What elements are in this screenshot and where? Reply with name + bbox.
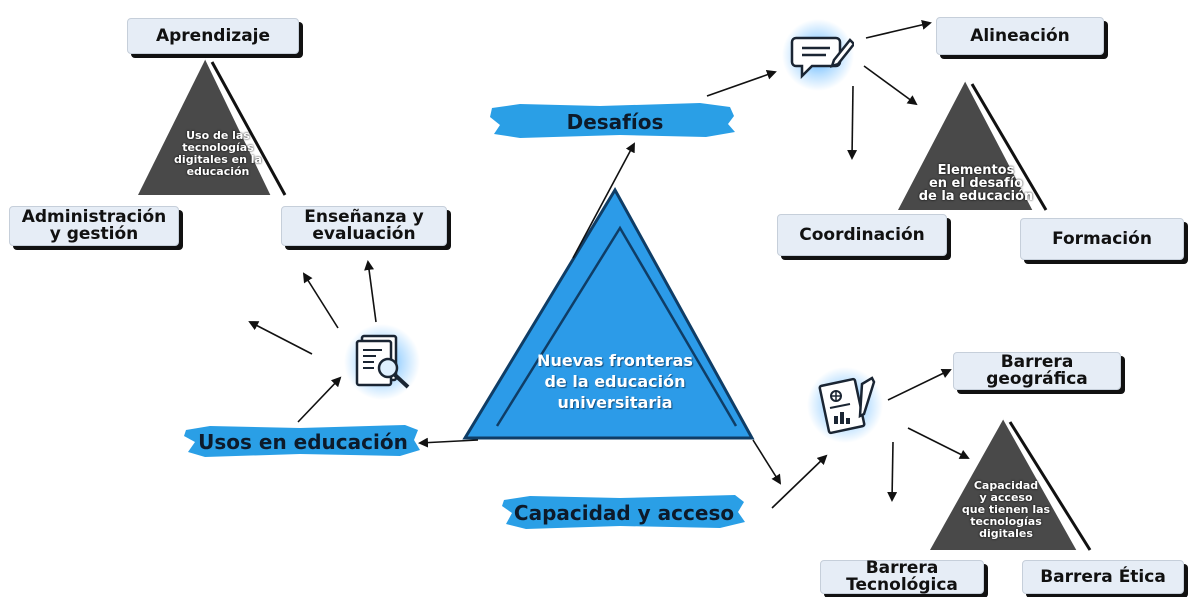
arrow-icon-to-cap-triangle <box>907 427 970 459</box>
alineacion-box: Alineación <box>936 17 1104 55</box>
desafios-triangle-text: Elementos en el desafío de la educación <box>918 163 1034 204</box>
arrow-icon-to-coordinacion <box>847 85 858 160</box>
desafios-label: Desafíos <box>566 110 664 134</box>
formacion-label: Formación <box>1052 228 1152 249</box>
arrow-icon-to-ensenanza <box>364 260 377 323</box>
document-search-icon <box>355 334 410 389</box>
geografica-box: Barrera geográfica <box>953 352 1121 390</box>
geografica-label: Barrera geográfica <box>986 352 1088 389</box>
center-triangle <box>462 187 755 440</box>
arrow-center-to-usos <box>418 437 479 448</box>
center-triangle-inner-line <box>495 225 738 427</box>
desafios-brush <box>490 103 735 138</box>
usos-brush <box>184 425 420 457</box>
arrow-icon-to-left <box>248 321 313 355</box>
usos-triangle-text: Uso de las tecnologías digitales en la e… <box>174 129 262 178</box>
arrow-center-to-capacidad <box>752 439 782 485</box>
arrow-desafios-to-icon <box>706 69 777 97</box>
arrow-usos-to-icon <box>297 376 342 423</box>
ensenanza-label: Enseñanza y evaluación <box>304 207 424 244</box>
administracion-box: Administración y gestión <box>9 206 179 246</box>
arrow-icon-to-triangle <box>863 65 918 106</box>
capacidad-label: Capacidad y acceso <box>513 501 735 525</box>
administracion-label: Administración y gestión <box>21 207 167 244</box>
capacidad-brush <box>502 495 745 529</box>
usos-dark-triangle <box>138 57 287 196</box>
ensenanza-box: Enseñanza y evaluación <box>281 206 447 246</box>
chat-pencil-icon <box>790 36 854 80</box>
arrow-icon-to-alineacion <box>865 19 932 39</box>
arrow-icon-to-tecnologica <box>887 441 898 502</box>
usos-label: Usos en educación <box>198 430 408 454</box>
formacion-box: Formación <box>1020 218 1184 260</box>
aprendizaje-box: Aprendizaje <box>127 18 299 54</box>
tecnologica-box: Barrera Tecnológica <box>820 560 984 594</box>
center-label: Nuevas fronteras de la educación univers… <box>537 351 693 412</box>
alineacion-label: Alineación <box>970 25 1070 46</box>
arrow-capacidad-to-icon <box>771 454 828 509</box>
etica-label: Barrera Ética <box>1040 566 1166 587</box>
desafios-dark-triangle <box>898 79 1048 211</box>
aprendizaje-label: Aprendizaje <box>155 25 271 46</box>
tecnologica-label: Barrera Tecnológica <box>846 558 958 595</box>
capacidad-dark-triangle <box>930 417 1092 551</box>
capacidad-triangle-text: Capacidad y acceso que tienen las tecnol… <box>961 479 1051 540</box>
report-chart-icon <box>818 376 876 435</box>
arrow-icon-to-administracion <box>302 272 339 329</box>
arrow-center-to-desafios <box>572 142 635 259</box>
coordinacion-box: Coordinación <box>777 214 947 256</box>
arrow-icon-to-geografica <box>887 368 952 401</box>
etica-box: Barrera Ética <box>1022 560 1184 594</box>
coordinacion-label: Coordinación <box>799 224 925 245</box>
